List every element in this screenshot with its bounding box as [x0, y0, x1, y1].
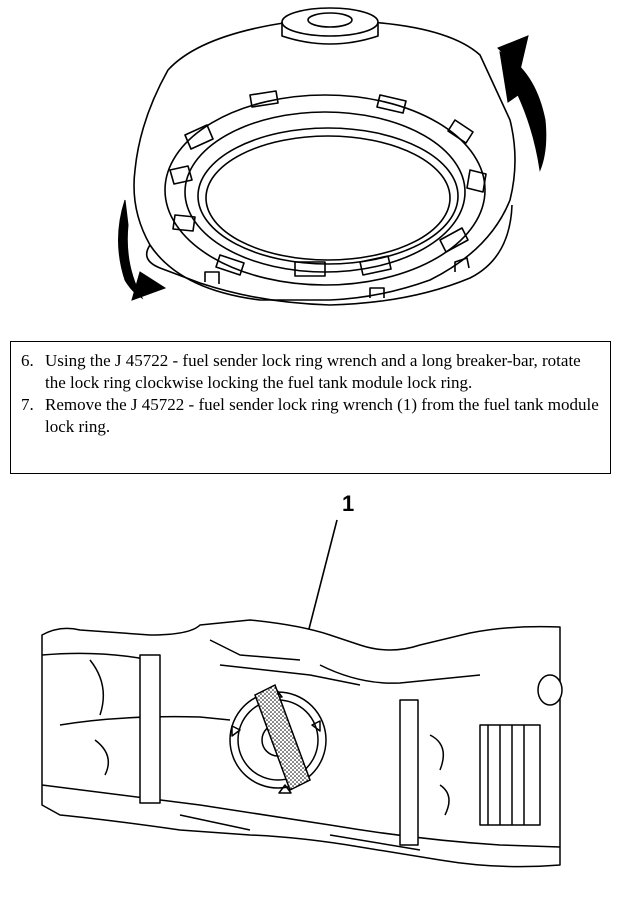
callout-label: 1: [342, 491, 354, 516]
fuel-tank-drawing: 1: [41, 491, 563, 868]
instruction-step: 6. Using the J 45722 - fuel sender lock …: [21, 350, 600, 394]
step-text: Remove the J 45722 - fuel sender lock ri…: [45, 395, 599, 436]
step-text: Using the J 45722 - fuel sender lock rin…: [45, 351, 581, 392]
lock-ring-wrench-drawing: [118, 7, 547, 306]
fuel-tank-illustration: 1: [0, 485, 625, 899]
step-number: 7.: [21, 395, 34, 414]
instruction-step: 7. Remove the J 45722 - fuel sender lock…: [21, 394, 600, 438]
instruction-box: 6. Using the J 45722 - fuel sender lock …: [10, 341, 611, 474]
lock-ring-wrench-illustration: [0, 0, 625, 330]
step-number: 6.: [21, 351, 34, 370]
lock-ring-wrench-bar: [254, 683, 311, 792]
